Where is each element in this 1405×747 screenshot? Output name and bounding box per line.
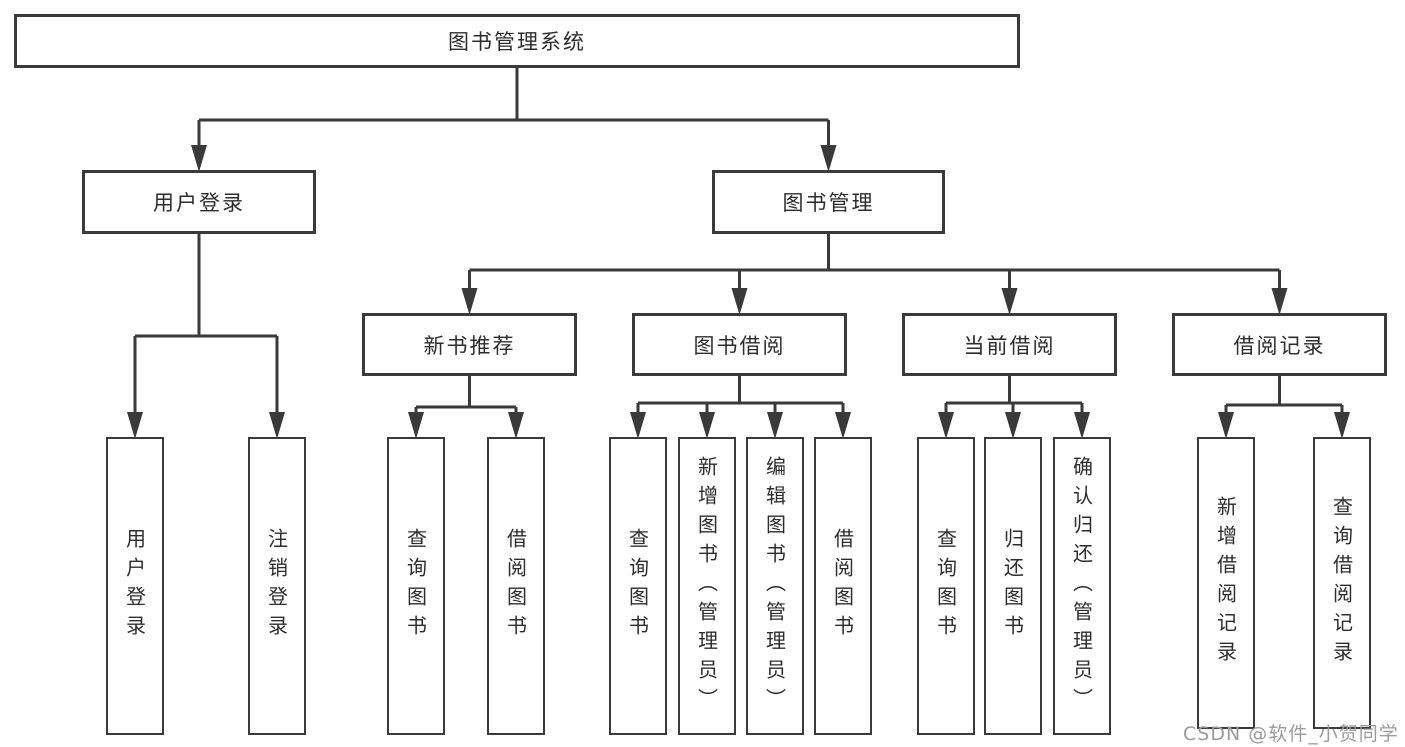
node-bb-add-book: 新增图书（管理员） xyxy=(678,437,736,735)
node-book-mgmt: 图书管理 xyxy=(712,170,945,234)
arrowhead-into-borrow-records xyxy=(1271,288,1288,315)
edges-from-current-borrow xyxy=(938,376,1090,439)
node-user-login: 用户登录 xyxy=(82,170,316,234)
arrowhead-into-cb-return-book xyxy=(1005,412,1021,439)
node-current-borrow: 当前借阅 xyxy=(902,313,1117,376)
connector-path xyxy=(1224,376,1344,419)
arrowhead-into-leaf-user-login xyxy=(127,412,143,439)
edges-from-book-borrow xyxy=(630,376,851,439)
node-cb-return-book: 归还图书 xyxy=(984,437,1042,735)
edges-from-root xyxy=(191,68,837,172)
connector-path xyxy=(468,234,1281,295)
node-borrow-records: 借阅记录 xyxy=(1172,313,1387,376)
watermark: CSDN @软件_小贺同学 xyxy=(1183,723,1399,745)
node-leaf-logout: 注销登录 xyxy=(248,437,306,735)
arrowhead-into-cb-query-book xyxy=(938,412,954,439)
node-cb-confirm-return: 确认归还（管理员） xyxy=(1053,437,1111,735)
node-bb-edit-book: 编辑图书（管理员） xyxy=(746,437,804,735)
connector-path xyxy=(944,376,1084,419)
arrowhead-into-bb-borrow-book xyxy=(835,412,851,439)
connector-path xyxy=(636,376,845,419)
edges-from-new-book-rec xyxy=(408,376,524,439)
arrowhead-into-bb-add-book xyxy=(699,412,715,439)
node-root: 图书管理系统 xyxy=(14,14,1020,68)
edges-from-user-login xyxy=(127,234,285,439)
arrowhead-into-nbr-borrow-book xyxy=(508,412,524,439)
arrowhead-into-book-borrow xyxy=(731,288,748,315)
node-bb-query-book: 查询图书 xyxy=(609,437,667,735)
node-bb-borrow-book: 借阅图书 xyxy=(814,437,872,735)
connector-path xyxy=(414,376,518,419)
node-new-book-rec: 新书推荐 xyxy=(362,313,577,376)
arrowhead-into-cb-confirm-return xyxy=(1074,412,1090,439)
connector-path xyxy=(133,234,279,419)
arrowhead-into-bb-edit-book xyxy=(767,412,783,439)
arrowhead-into-current-borrow xyxy=(1001,288,1018,315)
connector-path xyxy=(197,68,830,152)
arrowhead-into-br-add-record xyxy=(1218,412,1234,439)
node-br-add-record: 新增借阅记录 xyxy=(1197,437,1255,729)
node-book-borrow: 图书借阅 xyxy=(632,313,847,376)
edges-from-borrow-records xyxy=(1218,376,1350,439)
node-nbr-borrow-book: 借阅图书 xyxy=(487,437,545,735)
node-br-query-record: 查询借阅记录 xyxy=(1313,437,1371,729)
arrowhead-into-book-mgmt xyxy=(820,145,837,172)
node-nbr-query-book: 查询图书 xyxy=(387,437,445,735)
edges-from-book-mgmt xyxy=(461,234,1288,315)
arrowhead-into-nbr-query-book xyxy=(408,412,424,439)
arrowhead-into-user-login xyxy=(191,145,207,172)
node-leaf-user-login: 用户登录 xyxy=(106,437,164,735)
node-cb-query-book: 查询图书 xyxy=(917,437,975,735)
arrowhead-into-br-query-record xyxy=(1334,412,1350,439)
arrowhead-into-leaf-logout xyxy=(269,412,285,439)
arrowhead-into-bb-query-book xyxy=(630,412,646,439)
arrowhead-into-new-book-rec xyxy=(461,288,478,315)
